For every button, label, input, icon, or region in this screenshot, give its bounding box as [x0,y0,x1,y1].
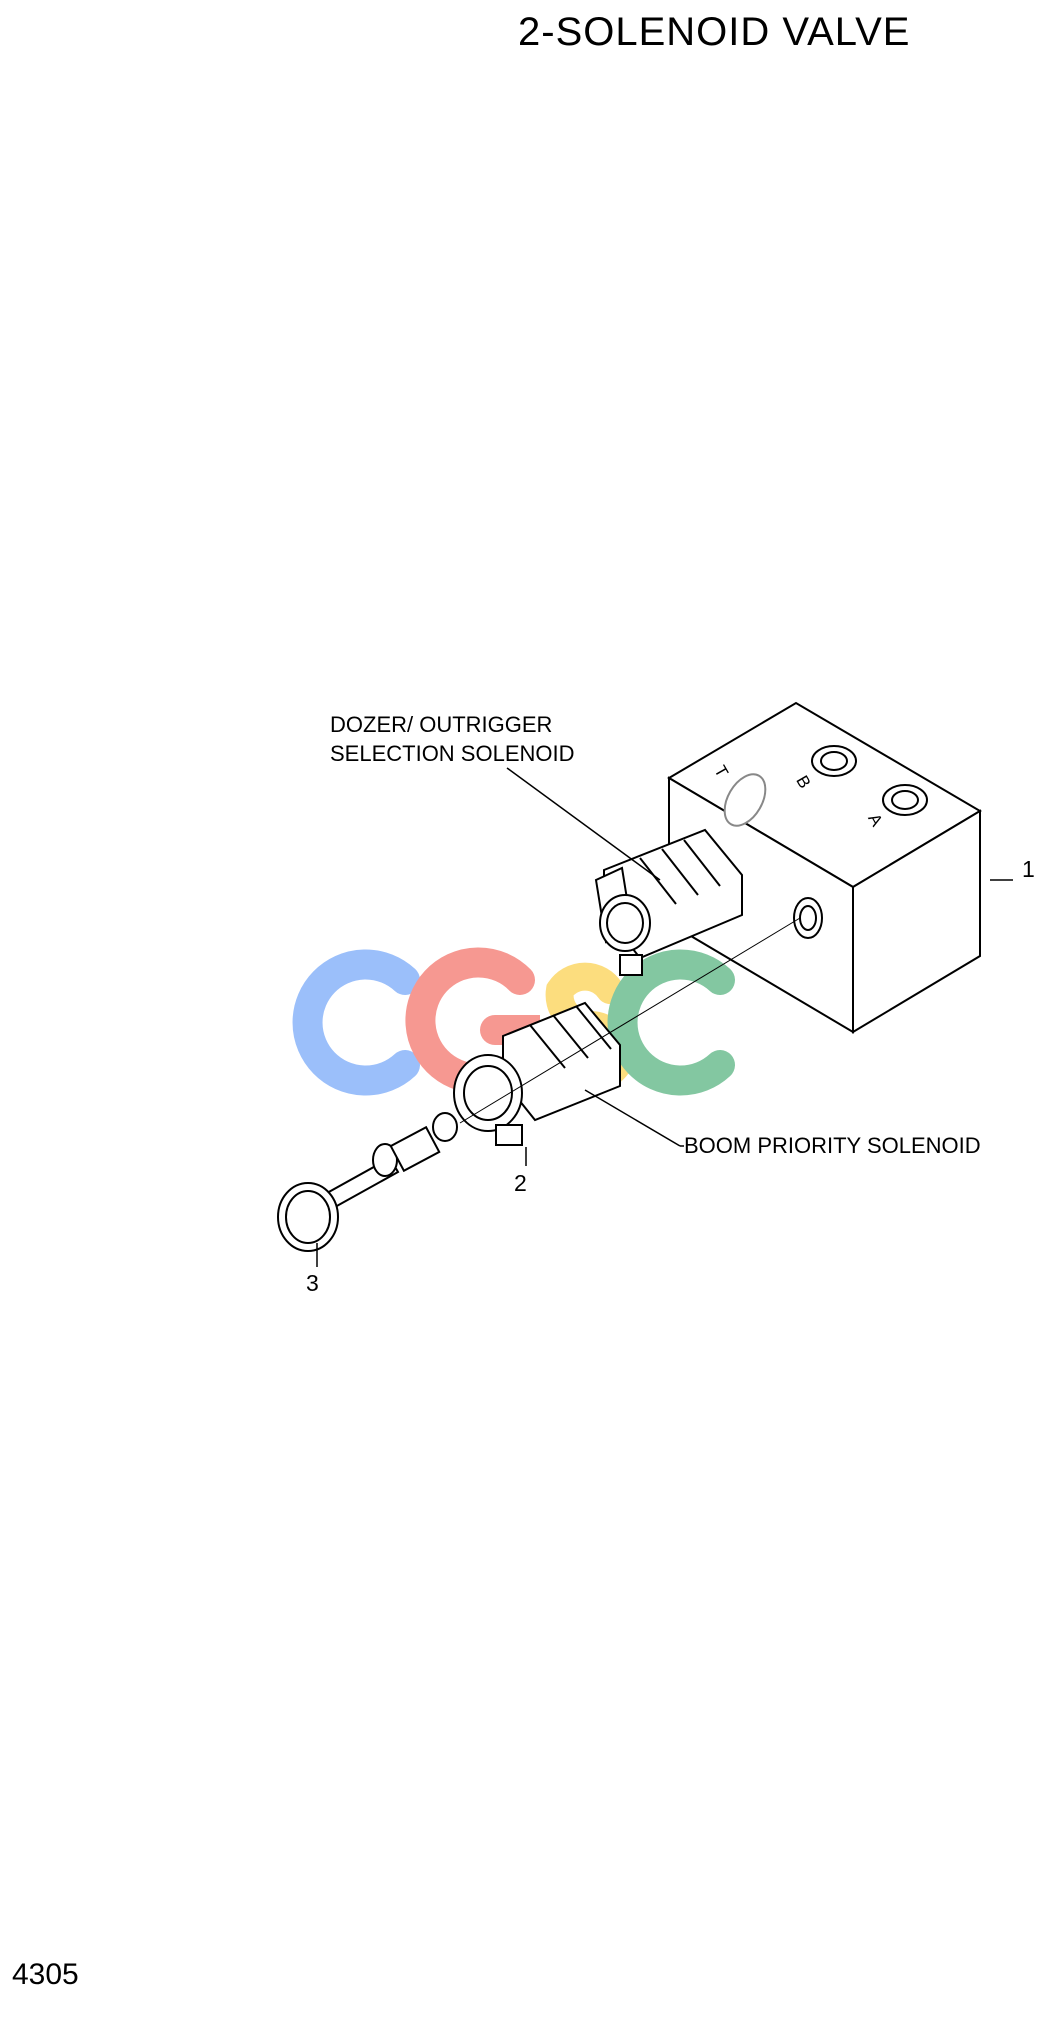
dozer-label-line-1: DOZER/ OUTRIGGER [330,712,553,737]
lower-solenoid [453,1001,621,1146]
callout-number-2: 2 [514,1170,527,1196]
page-number: 4305 [12,1958,79,1991]
dozer-label-line-2: SELECTION SOLENOID [330,741,575,766]
leader-lines [316,767,1013,1267]
callout-number-3: 3 [306,1270,319,1296]
callout-number-1: 1 [1022,856,1035,882]
upper-solenoid [594,828,743,976]
cartridge-bolt [277,1112,458,1252]
diagram-title: 2-SOLENOID VALVE [518,10,911,54]
boom-priority-solenoid-label: BOOM PRIORITY SOLENOID [684,1133,981,1158]
dozer-outrigger-solenoid-label: DOZER/ OUTRIGGER SELECTION SOLENOID [330,710,575,768]
